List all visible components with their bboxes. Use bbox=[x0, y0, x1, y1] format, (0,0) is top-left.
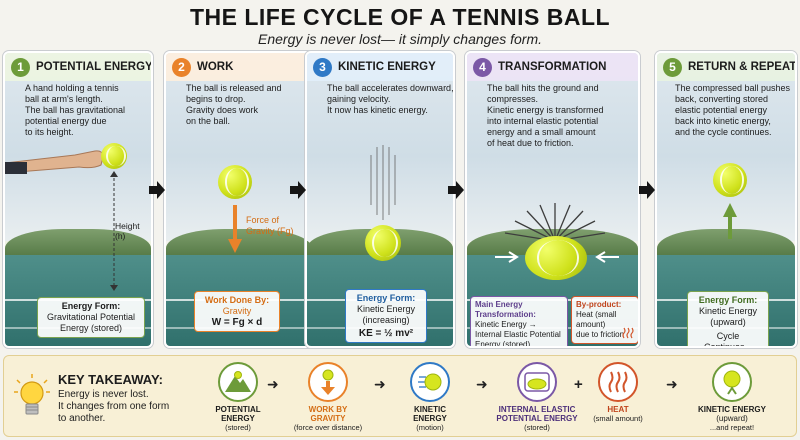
energy-form-box: Energy Form: Kinetic Energy(increasing) … bbox=[345, 289, 427, 343]
compression-arrows-icon bbox=[495, 251, 619, 263]
gravity-force-arrow-icon bbox=[228, 205, 242, 253]
tennis-ball-icon bbox=[218, 165, 252, 199]
stage-panels: 1 POTENTIAL ENERGY A hand holding a tenn… bbox=[3, 51, 797, 348]
ball-motion-icon bbox=[410, 362, 450, 402]
energy-form-box: Energy Form: Kinetic Energy(upward) Cycl… bbox=[687, 291, 769, 346]
tennis-ball-icon bbox=[713, 163, 747, 197]
height-dashed-line bbox=[110, 171, 118, 291]
page-subtitle: Energy is never lost— it simply changes … bbox=[258, 31, 542, 47]
next-arrow-icon bbox=[149, 181, 165, 199]
flow-arrow: ➜ bbox=[374, 376, 386, 392]
next-arrow-icon bbox=[639, 181, 655, 199]
step-number-badge: 2 bbox=[172, 57, 191, 77]
compressed-tennis-ball-icon bbox=[525, 236, 587, 280]
panel-title: TRANSFORMATION bbox=[498, 61, 607, 73]
next-arrow-icon bbox=[290, 181, 306, 199]
panel-header: 2 WORK bbox=[166, 53, 312, 81]
panel-header: 4 TRANSFORMATION bbox=[467, 53, 638, 81]
panel-header: 1 POTENTIAL ENERGY bbox=[5, 53, 151, 81]
takeaway-title: KEY TAKEAWAY: bbox=[58, 372, 163, 387]
panel-title: KINETIC ENERGY bbox=[338, 61, 436, 73]
step-number-badge: 4 bbox=[473, 57, 492, 77]
flow-arrow: ➜ bbox=[267, 376, 279, 392]
summary-step-heat: HEAT (small amount) bbox=[570, 362, 666, 423]
panel-title: POTENTIAL ENERGY bbox=[36, 61, 153, 73]
panel-title: WORK bbox=[197, 61, 234, 73]
sky-background bbox=[5, 53, 151, 241]
key-takeaway-bar: KEY TAKEAWAY: Energy is never lost.It ch… bbox=[3, 355, 797, 437]
compressed-ball-icon bbox=[517, 362, 557, 402]
height-label: Height (h) bbox=[115, 221, 140, 241]
panel-transformation: 4 TRANSFORMATION The ball hits the groun… bbox=[465, 51, 640, 348]
flow-arrow: ➜ bbox=[476, 376, 488, 392]
hand-arm-icon bbox=[5, 150, 104, 174]
upward-arrow-icon bbox=[723, 203, 737, 239]
plus-symbol: + bbox=[574, 376, 583, 393]
summary-step-kinetic-up: KINETIC ENERGY(upward) ...and repeat! bbox=[684, 362, 780, 432]
next-arrow-icon bbox=[448, 181, 464, 199]
panel-potential-energy: 1 POTENTIAL ENERGY A hand holding a tenn… bbox=[3, 51, 153, 348]
tennis-ball-icon bbox=[101, 143, 127, 169]
step-number-badge: 1 bbox=[11, 57, 30, 77]
takeaway-text: Energy is never lost.It changes from one… bbox=[58, 389, 170, 424]
flow-arrow: ➜ bbox=[666, 376, 678, 392]
heat-icon bbox=[598, 362, 638, 402]
panel-title: RETURN & REPEAT bbox=[688, 61, 797, 73]
main-transformation-box: Main Energy Transformation: Kinetic Ener… bbox=[470, 296, 568, 346]
mountain-icon bbox=[218, 362, 258, 402]
panel-header: 5 RETURN & REPEAT bbox=[657, 53, 795, 81]
lightbulb-icon bbox=[14, 374, 50, 415]
gravity-arrow-icon bbox=[308, 362, 348, 402]
step-number-badge: 5 bbox=[663, 57, 682, 77]
work-done-box: Work Done By: Gravity W = Fg × d bbox=[194, 291, 280, 332]
panel-return-repeat: 5 RETURN & REPEAT The compressed ball pu… bbox=[655, 51, 797, 348]
panel-header: 3 KINETIC ENERGY bbox=[307, 53, 453, 81]
heat-icon bbox=[622, 327, 634, 339]
ball-up-icon bbox=[712, 362, 752, 402]
page-title: THE LIFE CYCLE OF A TENNIS BALL bbox=[189, 4, 611, 30]
by-product-box: By-product: Heat (small amount)due to fr… bbox=[571, 296, 638, 344]
tennis-ball-icon bbox=[365, 225, 401, 261]
panel-kinetic-energy: 3 KINETIC ENERGY The ball accelerates do… bbox=[305, 51, 455, 348]
panel-description: The ball accelerates downward,gaining ve… bbox=[327, 83, 454, 115]
motion-blur-lines bbox=[370, 145, 396, 220]
step-number-badge: 3 bbox=[313, 57, 332, 77]
